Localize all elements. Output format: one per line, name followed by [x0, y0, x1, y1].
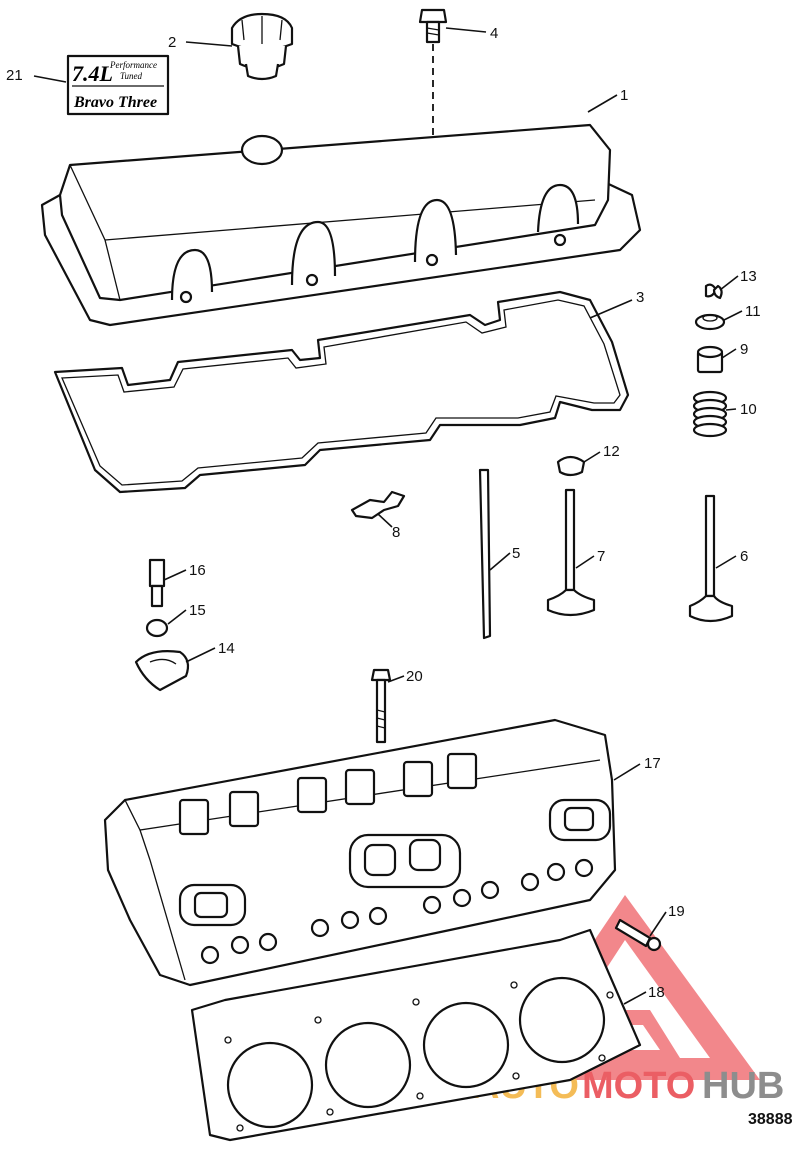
callout-16: 16 — [189, 562, 206, 579]
head-bolt-part — [370, 668, 392, 744]
pushrod-part — [478, 468, 492, 640]
callout-15: 15 — [189, 602, 206, 619]
valve-seal-part — [556, 455, 586, 477]
valve-keys-part — [704, 283, 723, 300]
exhaust-valve-part — [688, 494, 734, 623]
valve-cover-gasket-part — [53, 290, 630, 494]
callout-18: 18 — [648, 984, 665, 1001]
callout-12: 12 — [603, 443, 620, 460]
pushrod-guide-part — [350, 490, 406, 520]
figure-number: 38888 — [748, 1111, 793, 1128]
callout-8: 8 — [392, 524, 400, 541]
dowel-pin-part — [614, 918, 662, 952]
decal-displacement: 7.4L — [72, 61, 113, 86]
decal-line2: Tuned — [120, 71, 143, 81]
callout-19: 19 — [668, 903, 685, 920]
callout-5: 5 — [512, 545, 520, 562]
head-gasket-part — [190, 928, 642, 1142]
rocker-ball-part — [145, 618, 169, 638]
watermark-text-moto: MOTO — [582, 1065, 695, 1107]
callout-3: 3 — [636, 289, 644, 306]
callout-labels: 1 2 3 4 5 6 7 8 9 10 11 12 13 14 15 16 1… — [6, 25, 761, 1001]
callout-2: 2 — [168, 34, 176, 51]
callout-17: 17 — [644, 755, 661, 772]
callout-6: 6 — [740, 548, 748, 565]
callout-13: 13 — [740, 268, 757, 285]
rocker-arm-part — [134, 650, 190, 692]
cover-bolt-part — [418, 8, 448, 258]
valve-rotator-part — [696, 345, 724, 374]
oil-filler-cap-part — [230, 12, 294, 81]
intake-valve-part — [546, 488, 596, 617]
callout-9: 9 — [740, 341, 748, 358]
callout-7: 7 — [597, 548, 605, 565]
valve-cover-part — [40, 123, 642, 327]
callout-10: 10 — [740, 401, 757, 418]
decal-line1: Performance — [109, 60, 157, 70]
callout-21: 21 — [6, 67, 23, 84]
callout-4: 4 — [490, 25, 498, 42]
leader-lines — [33, 27, 743, 1005]
callout-14: 14 — [218, 640, 235, 657]
cylinder-head-part — [103, 718, 617, 987]
spring-retainer-part — [694, 313, 726, 331]
watermark-text-hub: HUB — [702, 1065, 784, 1107]
callout-11: 11 — [745, 303, 761, 320]
valve-spring-part — [692, 390, 728, 438]
rocker-stud-part — [148, 558, 166, 608]
callout-20: 20 — [406, 668, 423, 685]
decal-model: Bravo Three — [73, 94, 157, 111]
springs-row — [178, 752, 478, 836]
decal-part: 7.4L Performance Tuned Bravo Three — [66, 54, 170, 116]
callout-1: 1 — [620, 87, 628, 104]
